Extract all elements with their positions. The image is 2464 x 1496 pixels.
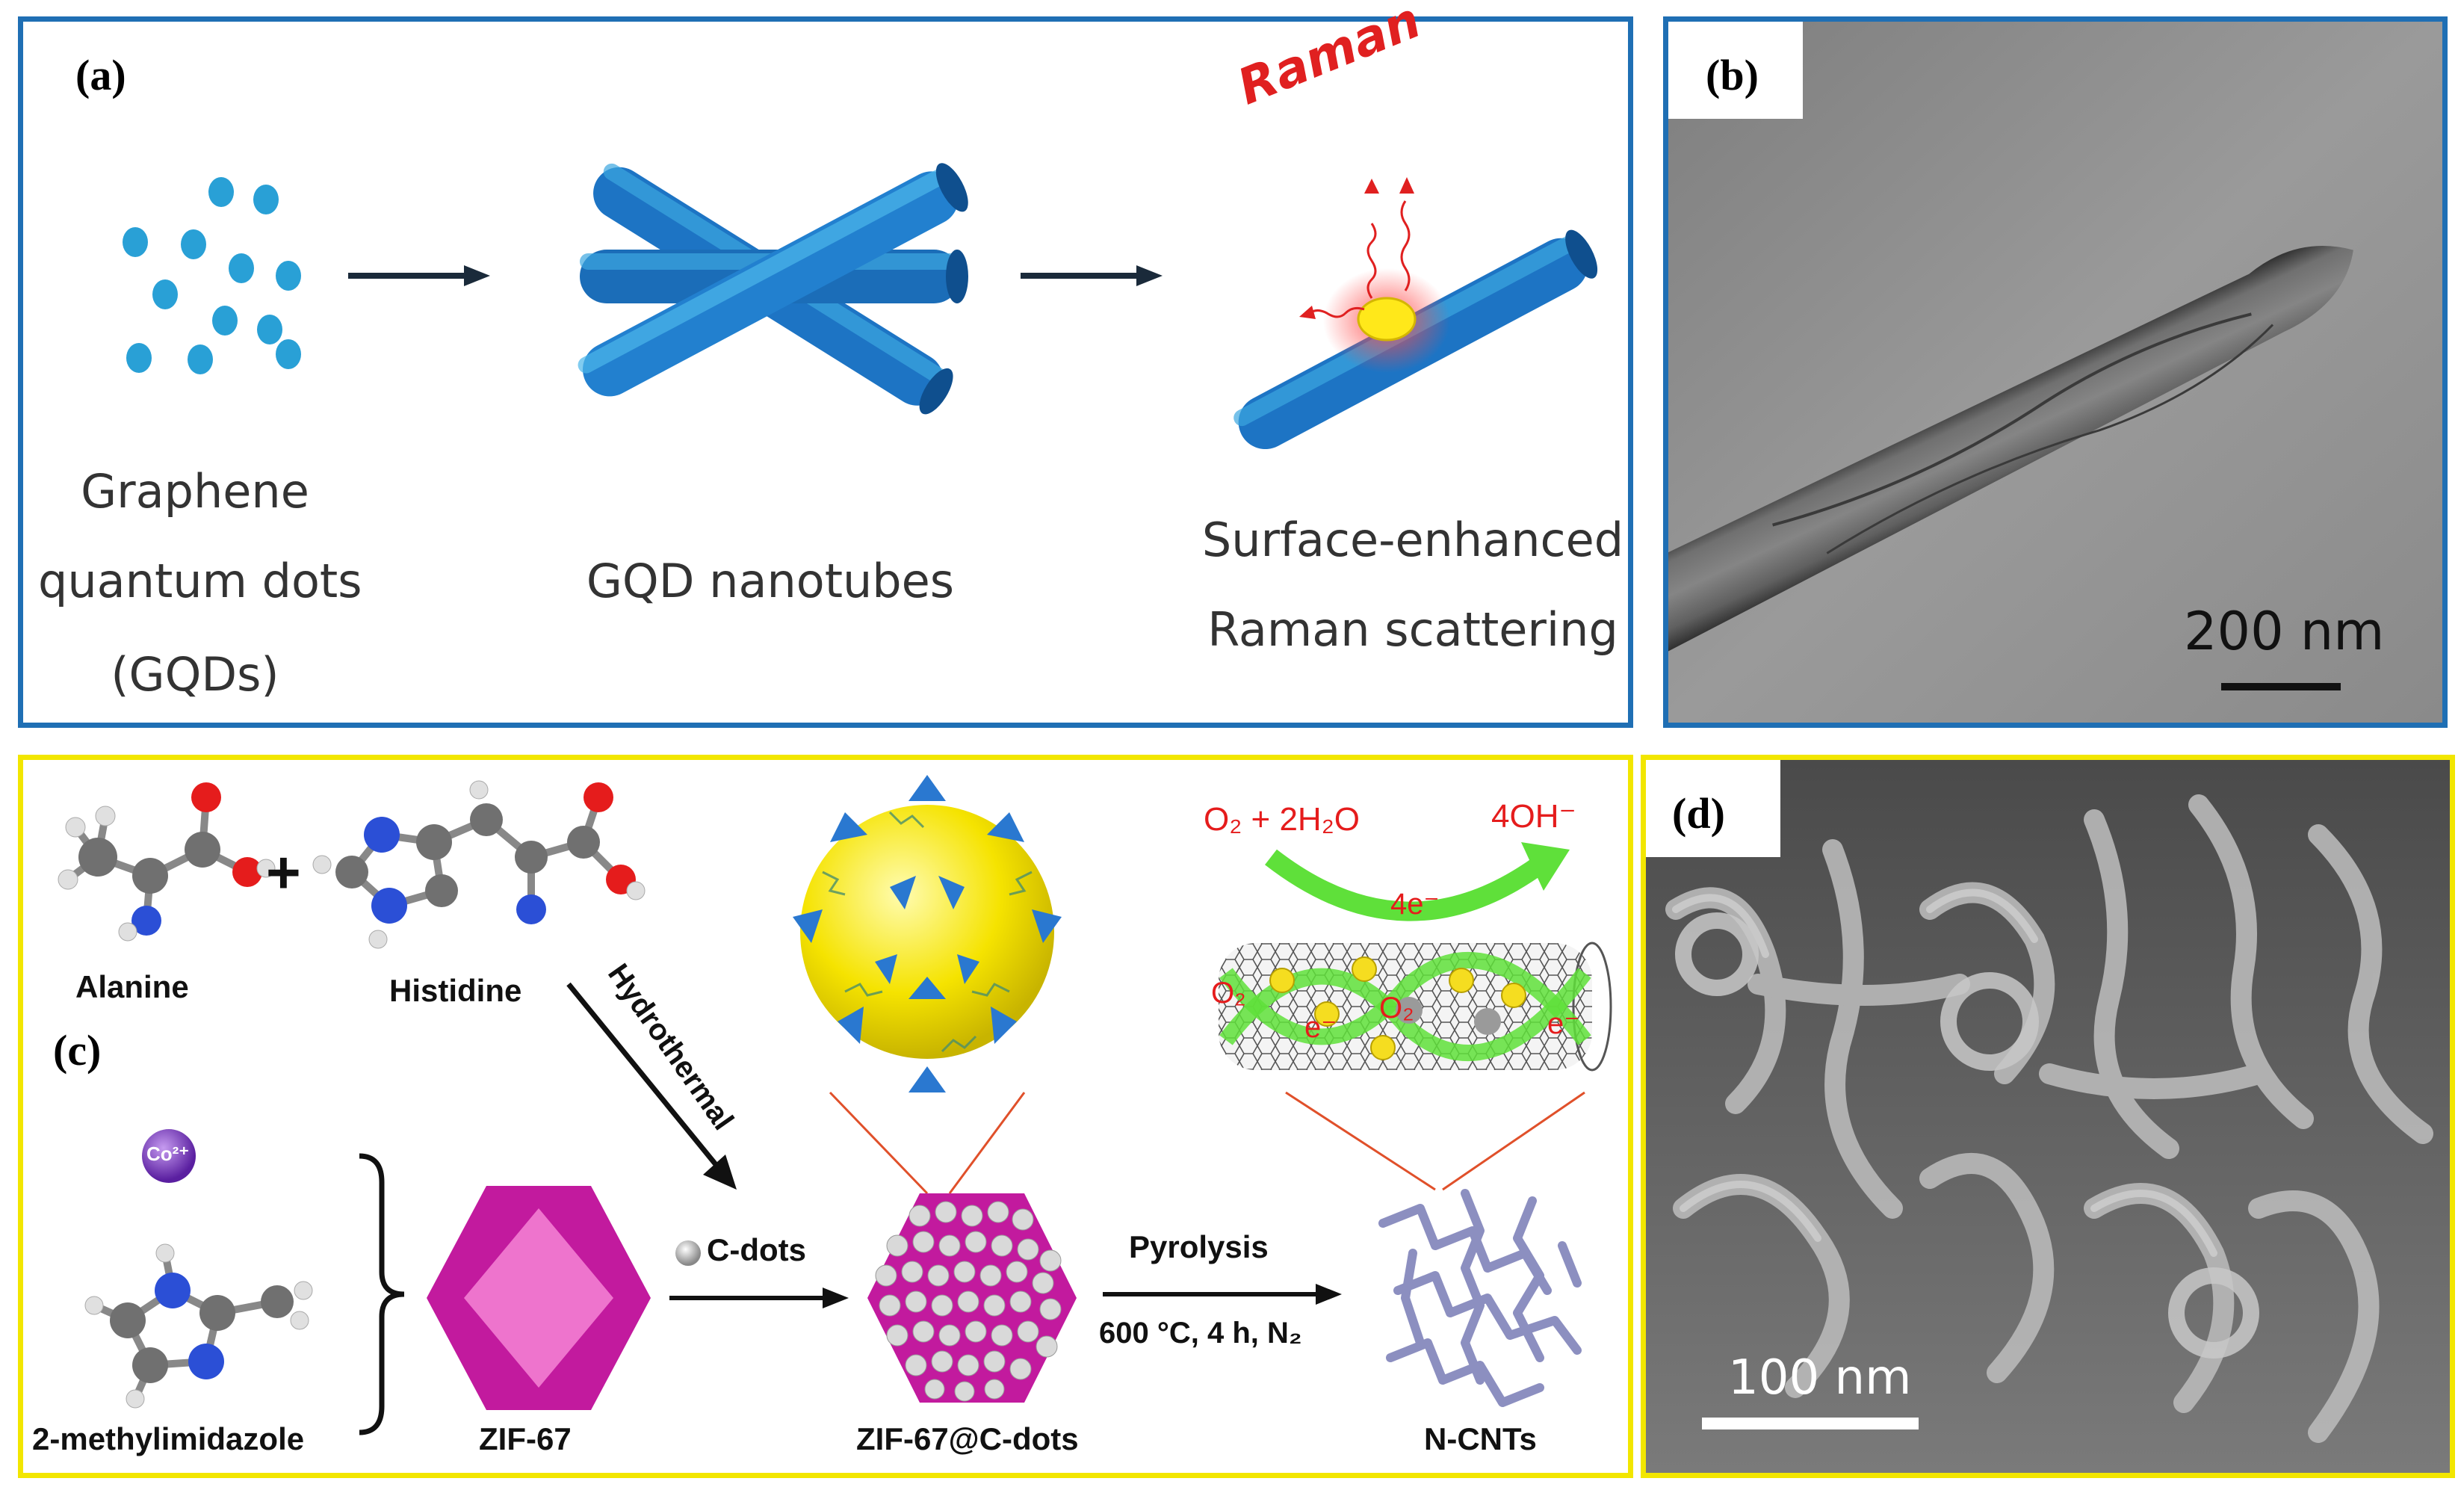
panel-d: (d) 100 nm (1641, 755, 2455, 1478)
pyrolysis-conditions: 600 °C, 4 h, N₂ (1099, 1317, 1302, 1350)
panel-c-label: (c) (53, 1026, 102, 1075)
scale-bar (1702, 1418, 1919, 1429)
panel-a: (a) (18, 0, 1633, 728)
sers-caption-line-2: Raman scattering (1207, 602, 1618, 657)
electron-2-label: e⁻ (1547, 1007, 1580, 1040)
cdots-label: C-dots (707, 1232, 806, 1267)
arrow-right-icon (348, 265, 490, 286)
arrow-right-icon (669, 1288, 849, 1308)
o2-left-label: O₂ (1211, 977, 1246, 1010)
gqds-caption-line-2: quantum dots (38, 554, 362, 608)
scale-bar-label: 200 nm (2184, 601, 2385, 662)
o2-mid-label: O₂ (1379, 992, 1414, 1024)
histidine-molecule-icon (312, 780, 646, 949)
cnt-tube-icon (1219, 942, 1612, 1072)
zif67-cdots-crystal-icon (867, 1193, 1077, 1403)
methylimidazole-label: 2-methylimidazole (32, 1421, 305, 1456)
nanotubes-icon (578, 163, 968, 415)
reaction-left: O₂ + 2H₂O (1204, 801, 1360, 838)
scale-bar-label: 100 nm (1728, 1350, 1912, 1406)
co-ion-label: Co²⁺ (146, 1143, 190, 1165)
alanine-label: Alanine (75, 969, 189, 1004)
alanine-molecule-icon (58, 782, 276, 942)
panel-c: + Alanine Histidine Hydrothermal (c) (18, 755, 1633, 1478)
electron-1-label: e⁻ (1304, 1011, 1337, 1044)
co-ion-icon (142, 1129, 196, 1183)
gqd-dots-icon (123, 177, 301, 374)
pyrolysis-label: Pyrolysis (1129, 1229, 1269, 1264)
hydrothermal-arrow-icon (566, 982, 737, 1190)
zif67-cage-icon (793, 775, 1062, 1092)
zoom-lines (1285, 1091, 1585, 1191)
sers-caption-line-1: Surface-enhanced (1201, 513, 1624, 567)
ncnts-label: N-CNTs (1424, 1421, 1537, 1456)
sem-image (1646, 760, 2450, 1473)
panel-b: (b) 200 nm (1663, 16, 2448, 728)
arrow-right-icon (1021, 265, 1163, 286)
raman-label: Raman (1230, 0, 1428, 117)
panel-b-label: (b) (1706, 51, 1759, 99)
gqds-caption-line-3: (GQDs) (111, 647, 279, 702)
arrow-right-icon (1103, 1284, 1342, 1305)
brace-icon (359, 1153, 405, 1435)
zoom-lines (829, 1091, 1026, 1195)
ncnts-network-icon (1378, 1189, 1582, 1407)
electrons-label: 4e⁻ (1390, 888, 1440, 921)
methylimidazole-molecule-icon (84, 1243, 313, 1409)
electron-transfer-arrow-icon (1265, 842, 1570, 921)
plus-sign: + (266, 839, 301, 906)
histidine-label: Histidine (389, 973, 522, 1008)
sers-tube-icon (1233, 177, 1598, 450)
zif67-crystal-icon (427, 1186, 651, 1410)
nanotubes-caption: GQD nanotubes (586, 554, 955, 608)
panel-a-label: (a) (75, 51, 126, 99)
panel-d-label: (d) (1672, 789, 1725, 838)
reaction-right: 4OH⁻ (1491, 798, 1576, 835)
gqds-caption-line-1: Graphene (81, 464, 309, 519)
zif67-cdots-label: ZIF-67@C-dots (856, 1421, 1079, 1456)
cdots-icon (675, 1240, 701, 1266)
scale-bar (2221, 683, 2341, 690)
zif67-label: ZIF-67 (479, 1421, 572, 1456)
tem-image (1668, 22, 2442, 723)
